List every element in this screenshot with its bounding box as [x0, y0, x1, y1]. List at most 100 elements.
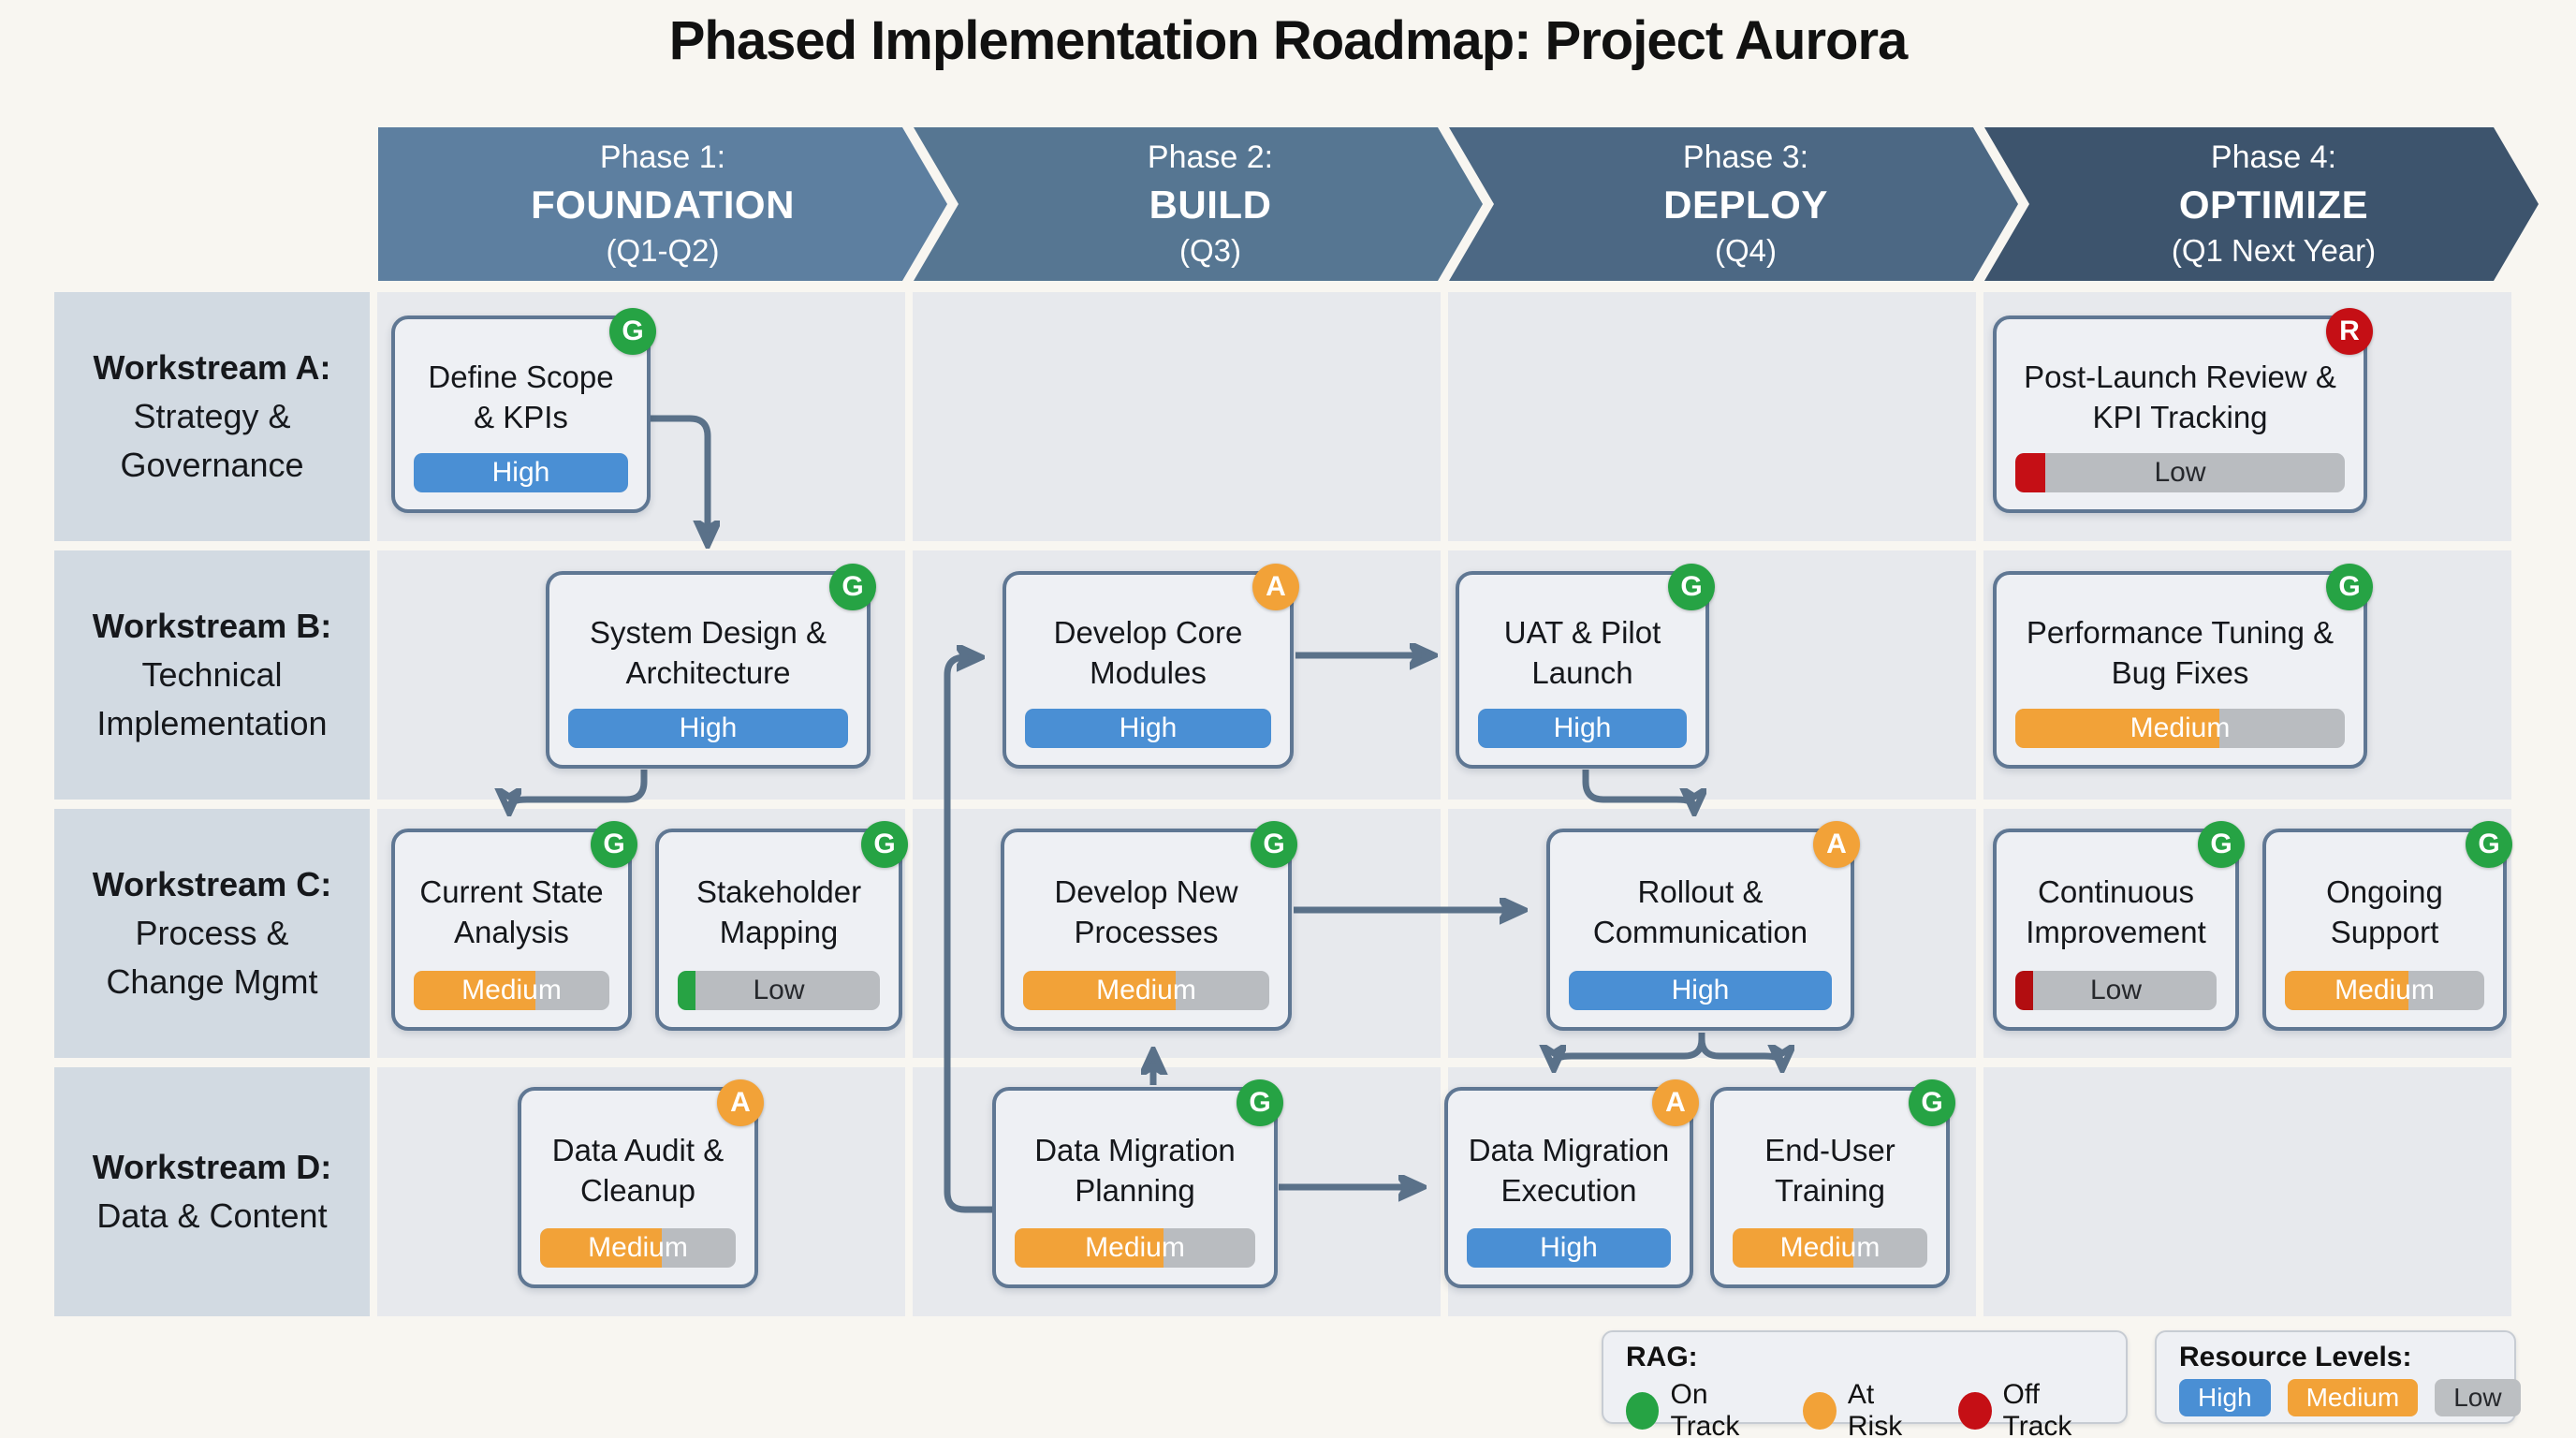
resource-level-bar: High	[1478, 709, 1687, 748]
resource-level-bar: Medium	[1023, 971, 1269, 1010]
rag-status-badge: A	[1813, 821, 1860, 868]
resource-bar-fill	[1015, 1228, 1164, 1268]
resource-level-label: High	[1553, 712, 1612, 743]
lane-cell	[1983, 1067, 2511, 1316]
page-title: Phased Implementation Roadmap: Project A…	[668, 10, 1909, 71]
task-title: Current State Analysis	[419, 874, 604, 949]
task-card-data-audit-cleanup: A Data Audit & Cleanup Medium	[518, 1079, 764, 1288]
workstream-desc-line: Implementation	[96, 704, 328, 743]
resource-level-label: Medium	[1085, 1232, 1185, 1263]
rag-status-badge: G	[2466, 821, 2512, 868]
task-card-post-launch-review: R Post-Launch Review & KPI Tracking Low	[1993, 308, 2373, 513]
phase-number: Phase 2:	[1147, 139, 1274, 176]
resource-bar-fill	[1478, 709, 1687, 748]
task-title: End-User Training	[1764, 1132, 1895, 1208]
rag-status-badge: R	[2326, 308, 2373, 355]
rag-status-badge: G	[591, 821, 637, 868]
resource-bar-fill	[414, 453, 628, 492]
legend-label: Off Track	[2002, 1379, 2072, 1438]
resource-level-label: High	[491, 457, 550, 488]
phase-name: DEPLOY	[1663, 182, 1828, 227]
task-title: Develop Core Modules	[1053, 614, 1243, 690]
task-card-ongoing-support: G Ongoing Support Medium	[2262, 821, 2512, 1031]
workstream-label-a: Workstream A: Strategy & Governance	[54, 292, 370, 541]
resource-legend-title: Resource Levels:	[2179, 1342, 2412, 1372]
resource-bar-fill	[2015, 971, 2034, 1010]
legend-item-off-track: Off Track	[1958, 1379, 2103, 1438]
workstream-desc-line: Governance	[120, 446, 304, 485]
resource-level-bar: Medium	[2285, 971, 2484, 1010]
phase-period: (Q4)	[1715, 233, 1777, 269]
resource-levels-legend: Resource Levels: High Medium Low	[2155, 1330, 2521, 1424]
resource-bar-fill	[1023, 971, 1177, 1010]
workstream-label-c: Workstream C: Process & Change Mgmt	[54, 809, 370, 1058]
resource-level-label: Medium	[2130, 712, 2231, 743]
task-title: Data Migration Execution	[1468, 1132, 1670, 1208]
on-track-dot-icon	[1626, 1392, 1660, 1430]
phase-period: (Q3)	[1179, 233, 1241, 269]
high-pill: High	[2179, 1379, 2271, 1416]
rag-legend-title: RAG:	[1626, 1342, 1698, 1372]
resource-level-label: Medium	[1096, 975, 1196, 1005]
resource-level-bar: Low	[2015, 971, 2217, 1010]
phase-header-build: Phase 2: BUILD (Q3)	[914, 127, 1483, 281]
rag-status-badge: G	[1251, 821, 1297, 868]
rag-legend: RAG: On Track At Risk Off Track	[1602, 1330, 2128, 1438]
task-card-develop-new-processes: G Develop New Processes Medium	[1001, 821, 1297, 1031]
lane-cell	[1448, 292, 1976, 541]
task-card-rollout-communication: A Rollout & Communication High	[1546, 821, 1860, 1031]
workstream-name: Workstream A:	[93, 347, 331, 387]
phase-name: BUILD	[1149, 182, 1272, 227]
resource-level-bar: High	[568, 709, 848, 748]
workstream-name: Workstream D:	[92, 1147, 332, 1186]
task-card-system-design: G System Design & Architecture High	[546, 564, 876, 769]
phase-period: (Q1-Q2)	[606, 233, 720, 269]
phase-header-optimize: Phase 4: OPTIMIZE (Q1 Next Year)	[1984, 127, 2539, 281]
legend-item-on-track: On Track	[1626, 1379, 1771, 1438]
resource-level-bar: Medium	[540, 1228, 736, 1268]
resource-level-label: Medium	[588, 1232, 688, 1263]
resource-bar-fill	[678, 971, 696, 1010]
task-card-end-user-training: G End-User Training Medium	[1710, 1079, 1955, 1288]
rag-status-badge: G	[1237, 1079, 1283, 1126]
phase-header-deploy: Phase 3: DEPLOY (Q4)	[1449, 127, 2018, 281]
task-title: Post-Launch Review & KPI Tracking	[2024, 359, 2336, 434]
task-title: UAT & Pilot Launch	[1503, 614, 1661, 690]
rag-status-badge: G	[1668, 564, 1715, 610]
legend-label: On Track	[1670, 1379, 1740, 1438]
rag-status-badge: A	[1652, 1079, 1699, 1126]
legend-label: At Risk	[1847, 1379, 1903, 1438]
task-title: Develop New Processes	[1054, 874, 1238, 949]
resource-bar-fill	[2015, 709, 2220, 748]
task-title: Performance Tuning & Bug Fixes	[2026, 614, 2334, 690]
task-title: Define Scope & KPIs	[428, 359, 614, 434]
rag-status-badge: G	[609, 308, 656, 355]
phase-header-foundation: Phase 1: FOUNDATION (Q1-Q2)	[378, 127, 947, 281]
legend-item-at-risk: At Risk	[1803, 1379, 1926, 1438]
resource-bar-fill	[568, 709, 848, 748]
rag-status-badge: G	[861, 821, 908, 868]
task-card-data-migration-execution: A Data Migration Execution High	[1444, 1079, 1699, 1288]
workstream-name: Workstream C:	[92, 864, 332, 903]
workstream-desc-line: Strategy &	[133, 396, 291, 435]
resource-level-bar: Low	[678, 971, 880, 1010]
resource-level-label: High	[1540, 1232, 1598, 1263]
rag-status-badge: G	[2326, 564, 2373, 610]
resource-level-label: Low	[753, 975, 805, 1005]
resource-bar-fill	[414, 971, 535, 1010]
resource-level-bar: Low	[2015, 453, 2345, 492]
workstream-label-d: Workstream D: Data & Content	[54, 1067, 370, 1316]
resource-bar-fill	[540, 1228, 662, 1268]
resource-bar-fill	[2015, 453, 2045, 492]
task-title: Data Migration Planning	[1034, 1132, 1236, 1208]
phase-number: Phase 3:	[1682, 139, 1809, 176]
rag-status-badge: A	[1252, 564, 1299, 610]
resource-level-label: Low	[2089, 975, 2143, 1005]
task-title: System Design & Architecture	[589, 614, 827, 690]
task-title: Data Audit & Cleanup	[551, 1132, 724, 1208]
task-card-data-migration-planning: G Data Migration Planning Medium	[992, 1079, 1283, 1288]
phase-number: Phase 1:	[599, 139, 726, 176]
resource-level-label: Medium	[1779, 1232, 1881, 1263]
phase-period: (Q1 Next Year)	[2171, 233, 2377, 269]
task-card-develop-core-modules: A Develop Core Modules High	[1003, 564, 1299, 769]
